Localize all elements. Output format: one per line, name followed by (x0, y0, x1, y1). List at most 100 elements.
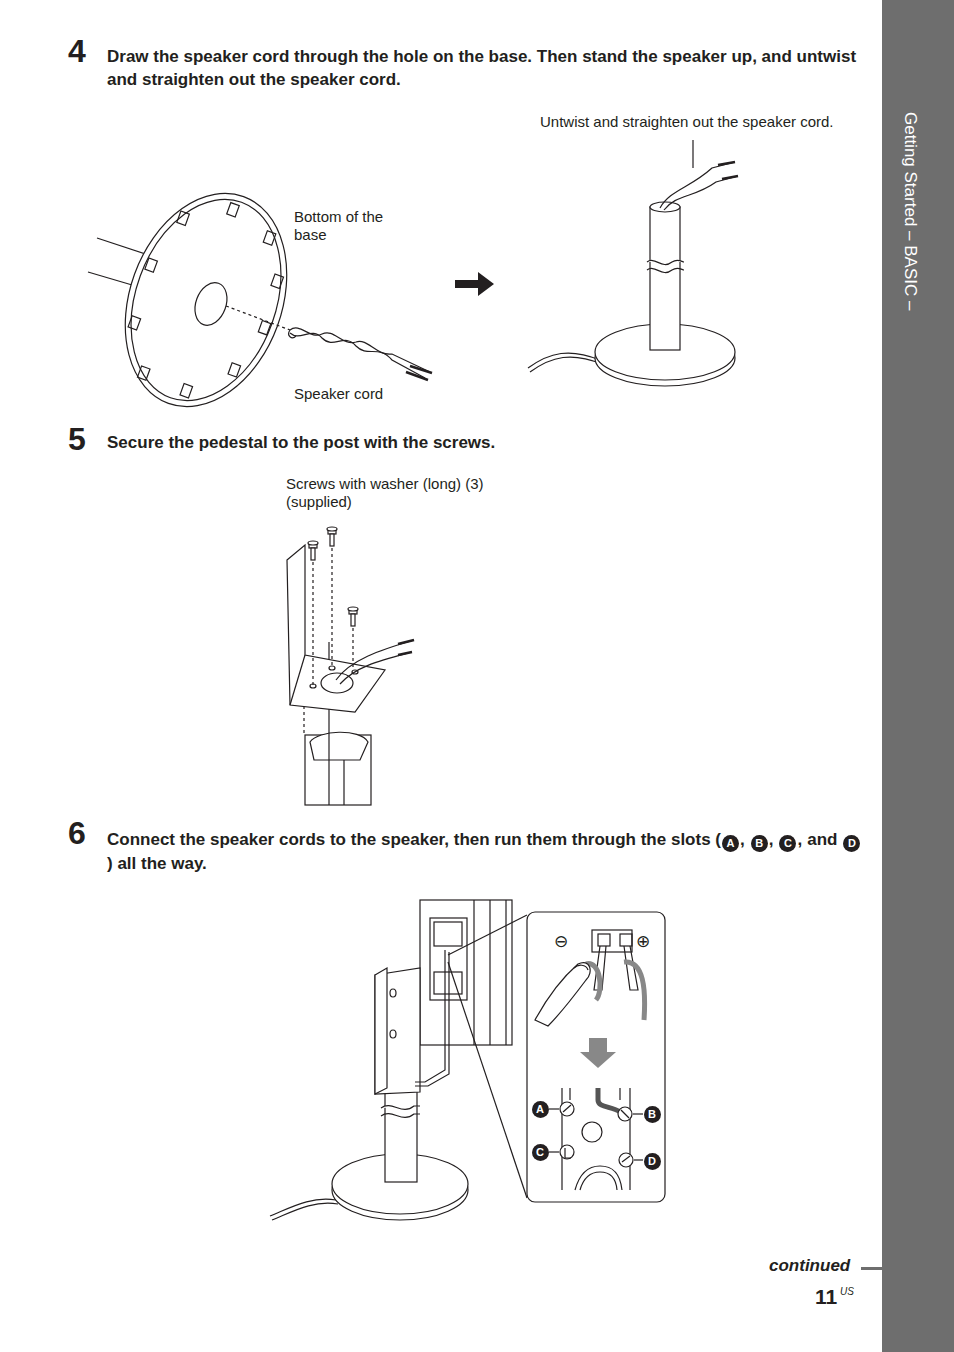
base-bottom-illustration (290, 333, 425, 378)
pedestal-illustration (336, 640, 414, 680)
slot-letter: B (755, 837, 763, 849)
slot-letter-marker: D (843, 835, 860, 852)
pedestal-illustration (287, 545, 385, 712)
callout-letter-marker: B (644, 1106, 661, 1123)
speaker-stand-illustration (619, 1153, 633, 1167)
speaker-stand-illustration (375, 968, 387, 1094)
speaker-stand-illustration (272, 1203, 338, 1220)
speaker-stand-illustration (598, 1088, 620, 1112)
callout-letter: C (536, 1146, 544, 1158)
speaker-stand-illustration (560, 1102, 574, 1116)
slot-letter-marker: B (751, 835, 768, 852)
step-instruction-line: Connect the speaker cords to the speaker… (107, 828, 867, 875)
pedestal-illustration (398, 640, 414, 644)
base-bottom-illustration (226, 306, 290, 330)
speaker-stand-illustration (448, 962, 527, 1198)
step-instruction: Secure the pedestal to the post with the… (107, 433, 495, 453)
section-tab: Getting Started – BASIC – (882, 0, 954, 1352)
stand-illustration (647, 268, 684, 272)
speaker-stand-illustration (420, 900, 512, 1045)
base-bottom-illustration (189, 278, 232, 330)
speaker-stand-illustration (633, 1113, 643, 1114)
stand-illustration (650, 202, 680, 212)
speaker-stand-illustration (381, 1106, 420, 1110)
speaker-stand-illustration (580, 1172, 617, 1190)
base-bottom-illustration (258, 321, 271, 335)
callout-label: Bottom of the base (294, 208, 399, 244)
stand-illustration (722, 176, 738, 179)
step-instruction: and (807, 830, 837, 849)
pedestal-illustration (352, 670, 358, 674)
pedestal-illustration (351, 614, 355, 626)
base-bottom-illustration (180, 384, 193, 398)
stand-illustration (718, 162, 735, 165)
pedestal-illustration (308, 541, 318, 545)
speaker-stand-illustration (549, 1108, 559, 1109)
callout-letter: A (536, 1103, 544, 1115)
pedestal-illustration (331, 542, 332, 667)
slot-letter: D (848, 837, 856, 849)
pedestal-illustration (327, 527, 337, 531)
speaker-stand-illustration (385, 1080, 417, 1182)
step-number: 5 (68, 421, 86, 458)
speaker-stand-illustration (473, 900, 474, 1045)
base-bottom-illustration (263, 231, 276, 245)
speaker-stand-illustration (621, 1110, 629, 1118)
base-bottom-illustration (289, 330, 296, 338)
callout-letter: D (648, 1155, 656, 1167)
next-arrow (455, 272, 494, 296)
stand-illustration (664, 176, 738, 210)
speaker-stand-illustration (390, 1030, 396, 1038)
pedestal-illustration (287, 527, 414, 805)
stand-illustration (530, 357, 602, 372)
pedestal-illustration (352, 622, 353, 670)
section-title: Getting Started – BASIC – (900, 112, 920, 310)
pedestal-illustration (308, 527, 358, 626)
speaker-stand-illustration (582, 1122, 602, 1142)
base-bottom-illustration (105, 178, 308, 421)
speaker-stand-illustration (527, 912, 665, 1202)
base-bottom-illustration (228, 363, 241, 377)
speaker-stand-illustration (415, 952, 449, 1086)
step-number: 6 (68, 815, 86, 852)
callout-label: Untwist and straighten out the speaker c… (540, 113, 834, 130)
step-instruction: Connect the speaker cords to the speaker… (107, 830, 721, 849)
speaker-stand-illustration (574, 965, 588, 970)
pedestal-illustration (398, 652, 412, 655)
base-bottom-illustration (290, 328, 430, 372)
base-bottom-illustration (410, 366, 432, 373)
base-bottom-illustration (177, 211, 190, 225)
callout-label: Screws with washer (long) (3) (supplied) (286, 475, 504, 511)
speaker-stand-illustration (569, 1088, 570, 1100)
speaker-stand-illustration (624, 962, 645, 1020)
pedestal-illustration (348, 607, 358, 611)
speaker-stand-illustration (565, 1148, 571, 1158)
base-bottom-illustration (88, 171, 432, 430)
stand-illustration (660, 162, 735, 208)
step-instruction: ) all the way. (107, 854, 207, 873)
pedestal-illustration (290, 655, 305, 705)
stand-illustration (650, 207, 680, 350)
base-bottom-illustration (128, 316, 141, 330)
punctuation: , (769, 830, 774, 849)
speaker-stand-illustration (415, 950, 445, 1082)
base-bottom-illustration (97, 171, 315, 430)
callout-label: Speaker cord (294, 385, 383, 402)
slot-letter: A (727, 837, 735, 849)
slot-letter-marker: C (779, 835, 796, 852)
polarity-symbol: ⊕ (636, 932, 650, 952)
stand-illustration (647, 260, 684, 264)
step-number: 4 (68, 33, 86, 70)
speaker-stand-illustration (489, 900, 490, 1045)
punctuation: , (740, 830, 745, 849)
speaker-stand-illustration (598, 934, 610, 946)
callout-letter-marker: D (644, 1153, 661, 1170)
speaker-stand-illustration (560, 1145, 574, 1159)
base-bottom-illustration (227, 203, 240, 217)
next-arrow (455, 272, 494, 296)
slot-letter-marker: A (722, 835, 739, 852)
pedestal-illustration (312, 556, 313, 686)
speaker-stand-illustration (622, 1156, 630, 1162)
